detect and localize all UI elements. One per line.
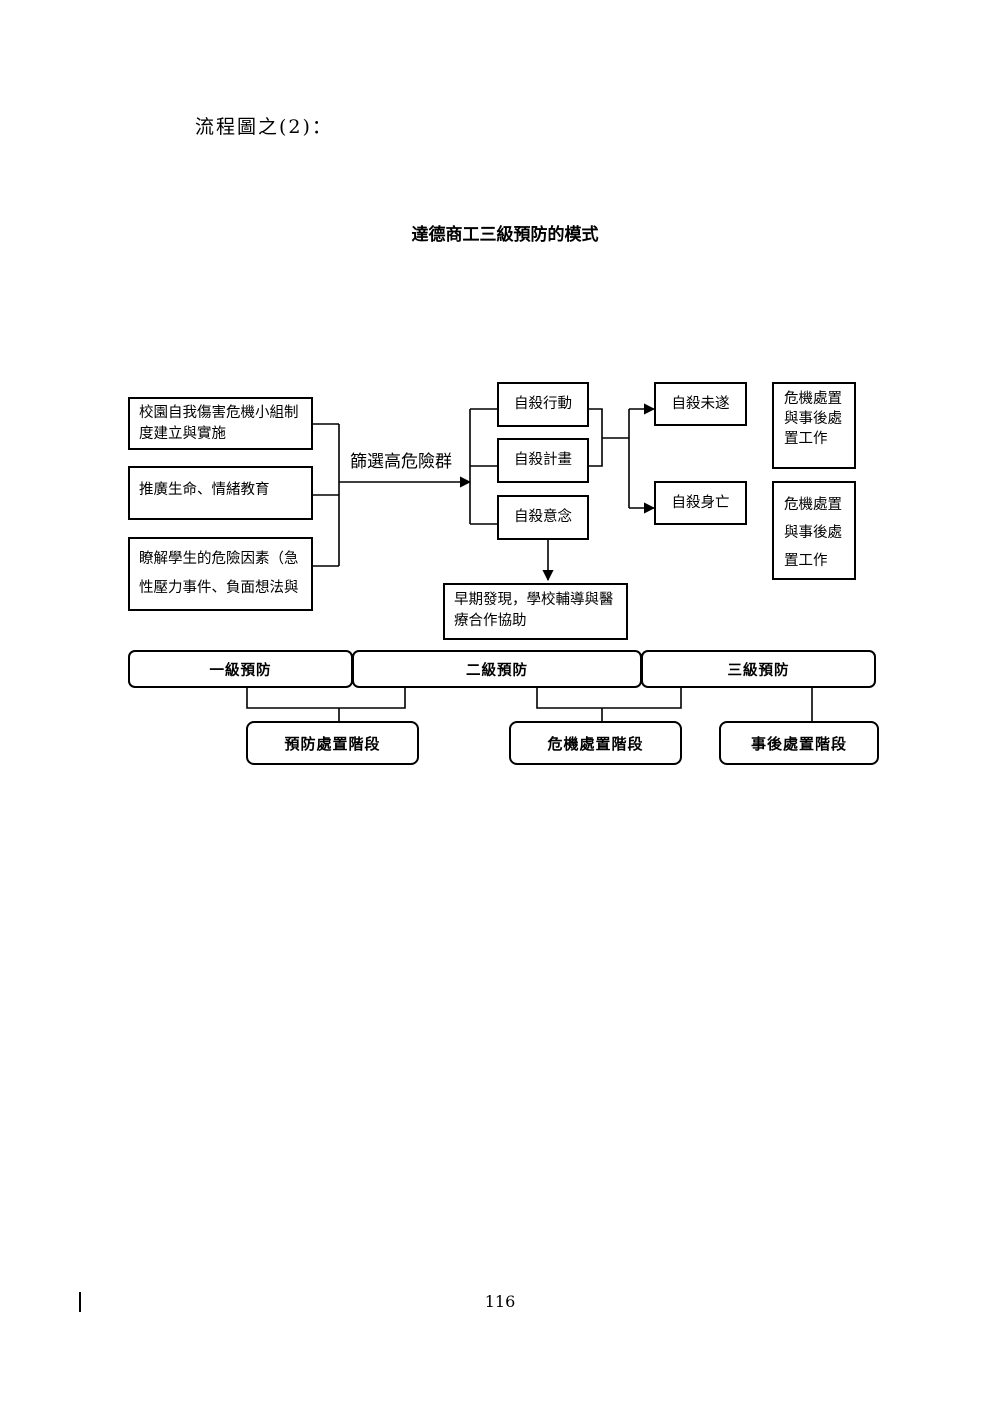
early-discovery-box: 早期發現，學校輔導與醫療合作協助 (443, 583, 628, 640)
left-box-risk-factors: 瞭解學生的危險因素（急性壓力事件、負面想法與 (128, 537, 313, 611)
diagram-title: 達德商工三級預防的模式 (411, 225, 599, 245)
left-box-crisis-team: 校園自我傷害危機小組制度建立與實施 (128, 397, 313, 450)
suicide-plan-box: 自殺計畫 (497, 438, 589, 483)
margin-bar (79, 1292, 81, 1312)
suicide-ideation-box: 自殺意念 (497, 495, 589, 540)
response-box-attempt: 危機處置與事後處置工作 (772, 382, 856, 469)
left-box-life-education: 推廣生命、情緒教育 (128, 466, 313, 520)
heading: 流程圖之(2)： (195, 116, 333, 138)
suicide-action-box: 自殺行動 (497, 382, 589, 427)
suicide-attempt-box: 自殺未遂 (654, 382, 747, 426)
screen-high-risk-label: 篩選高危險群 (350, 452, 452, 472)
phase-prevention: 預防處置階段 (246, 721, 419, 765)
stage-secondary-prevention: 二級預防 (352, 650, 642, 688)
page-number: 116 (484, 1292, 516, 1311)
stage-primary-prevention: 一級預防 (128, 650, 353, 688)
phase-postvention: 事後處置階段 (719, 721, 879, 765)
stage-tertiary-prevention: 三級預防 (641, 650, 876, 688)
suicide-death-box: 自殺身亡 (654, 481, 747, 525)
phase-crisis: 危機處置階段 (509, 721, 682, 765)
response-box-death: 危機處置與事後處置工作 (772, 481, 856, 580)
